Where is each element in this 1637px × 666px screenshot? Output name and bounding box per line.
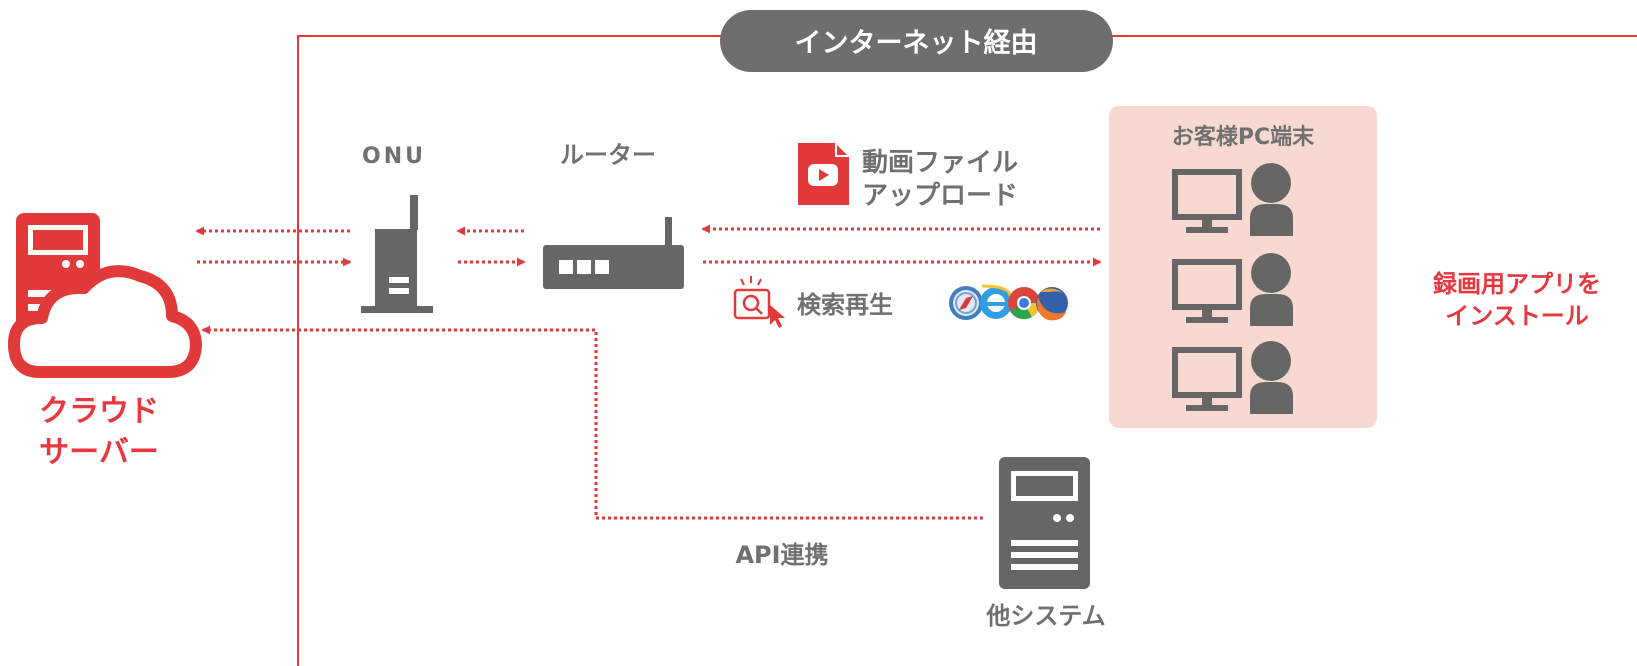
router-label: ルーター — [560, 141, 656, 169]
monitor-icon — [1172, 259, 1242, 323]
search-playback-icon — [733, 276, 785, 328]
connection-arrows — [195, 224, 1102, 520]
internet-banner: インターネット経由 — [720, 10, 1113, 72]
pc-user-2 — [1172, 253, 1293, 326]
customer-pc-panel: お客様PC端末 — [1109, 106, 1377, 428]
pc-user-1 — [1172, 163, 1293, 236]
onu-label: ONU — [362, 144, 426, 169]
ie-icon — [980, 284, 1012, 319]
router-icon — [543, 217, 684, 289]
api-label: API連携 — [735, 541, 828, 569]
upload-label-1: 動画ファイル — [862, 148, 1018, 178]
customer-pc-title: お客様PC端末 — [1172, 124, 1315, 150]
monitor-icon — [1172, 347, 1242, 411]
pc-user-3 — [1172, 341, 1293, 414]
banner-label: インターネット経由 — [795, 27, 1038, 59]
internet-boundary — [297, 35, 1637, 666]
cloud-server-label-1: クラウド — [39, 394, 159, 429]
cloud-server-label-2: サーバー — [39, 435, 159, 470]
api-link-arrow — [201, 325, 983, 520]
video-file-icon — [798, 143, 849, 205]
install-label-1: 録画用アプリを — [1433, 270, 1601, 298]
onu-icon — [361, 195, 433, 313]
user-icon — [1250, 341, 1293, 414]
browser-icons — [949, 284, 1068, 321]
cloud-server-icon — [8, 213, 202, 378]
safari-icon — [949, 286, 983, 320]
user-icon — [1250, 163, 1293, 236]
chrome-icon — [1008, 287, 1041, 320]
search-playback-label: 検索再生 — [797, 291, 893, 319]
install-label-2: インストール — [1445, 302, 1589, 330]
upload-label-2: アップロード — [862, 181, 1018, 211]
firefox-icon — [1036, 287, 1068, 321]
other-system-server-icon — [999, 457, 1090, 589]
monitor-icon — [1172, 169, 1242, 233]
other-system-label: 他システム — [985, 602, 1105, 630]
user-icon — [1250, 253, 1293, 326]
